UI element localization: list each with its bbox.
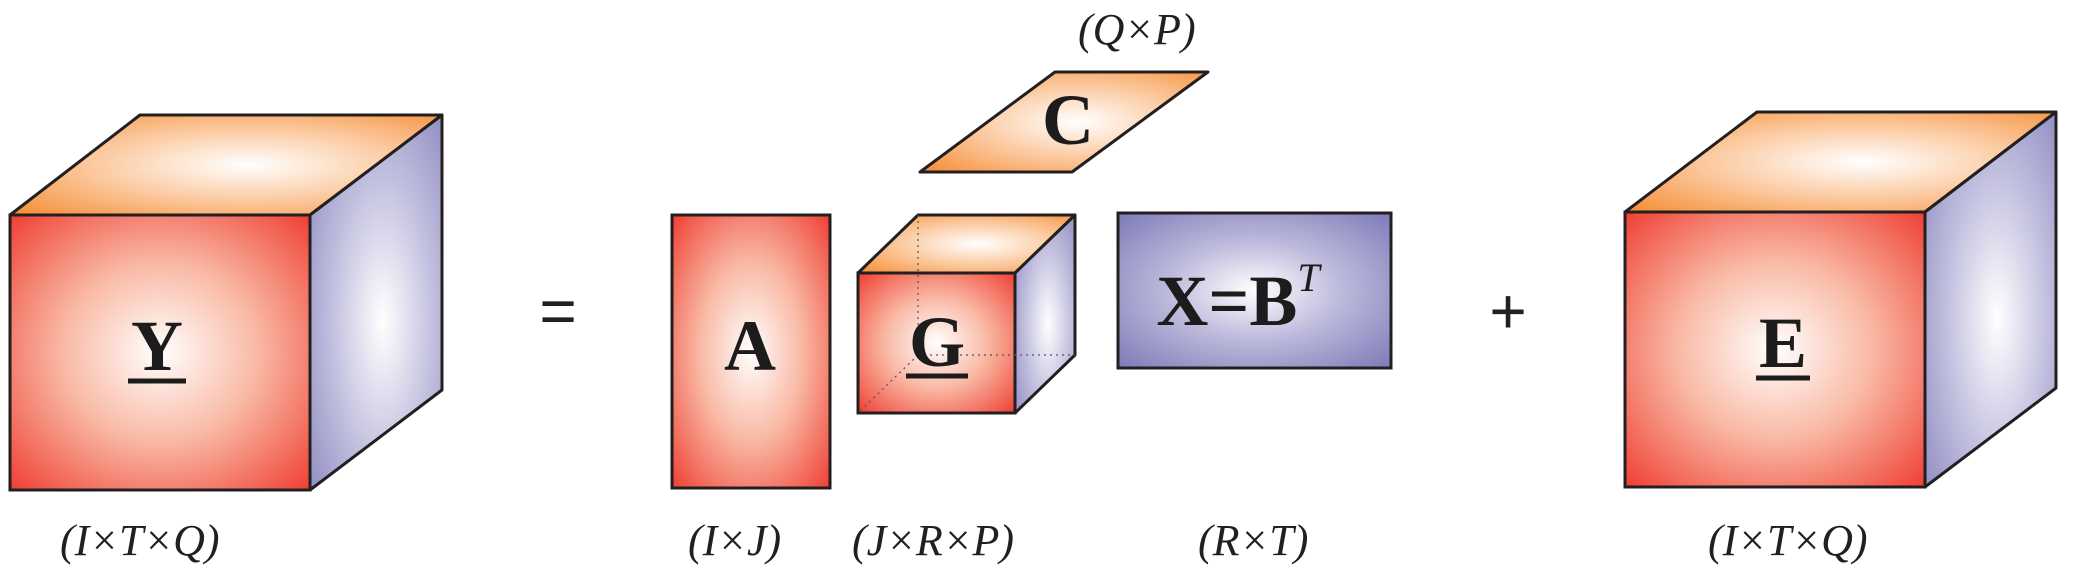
g-dimensions: (J×R×P) (852, 516, 1014, 565)
y-dimensions: (I×T×Q) (60, 516, 220, 565)
x-label-main: X=B (1156, 261, 1297, 341)
g-label: G (909, 302, 965, 382)
a-face (670, 213, 832, 490)
a-label: A (724, 306, 776, 386)
tensor-y-cube: Y (8, 113, 444, 492)
e-front-face (1623, 210, 1927, 489)
core-tensor-g: G (856, 213, 1077, 415)
x-label: X=BT (1156, 255, 1322, 341)
e-dimensions: (I×T×Q) (1708, 516, 1868, 565)
g-front-face (856, 271, 1017, 415)
matrix-a: A (670, 213, 832, 490)
y-front-face (8, 213, 312, 492)
matrix-c: C (918, 70, 1210, 174)
x-face (1116, 211, 1393, 370)
e-label: E (1759, 303, 1807, 383)
y-label: Y (131, 306, 183, 386)
g-hidden-edge (857, 354, 919, 414)
c-dimensions: (Q×P) (1078, 5, 1196, 54)
x-label-superscript: T (1297, 255, 1322, 300)
matrix-x: X=BT (1116, 211, 1393, 370)
x-dimensions: (R×T) (1198, 516, 1308, 565)
c-face (918, 70, 1210, 174)
equals-sign: = (539, 275, 576, 347)
c-label: C (1042, 80, 1094, 160)
error-tensor-e: E (1623, 110, 2058, 489)
a-dimensions: (I×J) (688, 516, 781, 565)
plus-sign: + (1489, 275, 1526, 347)
